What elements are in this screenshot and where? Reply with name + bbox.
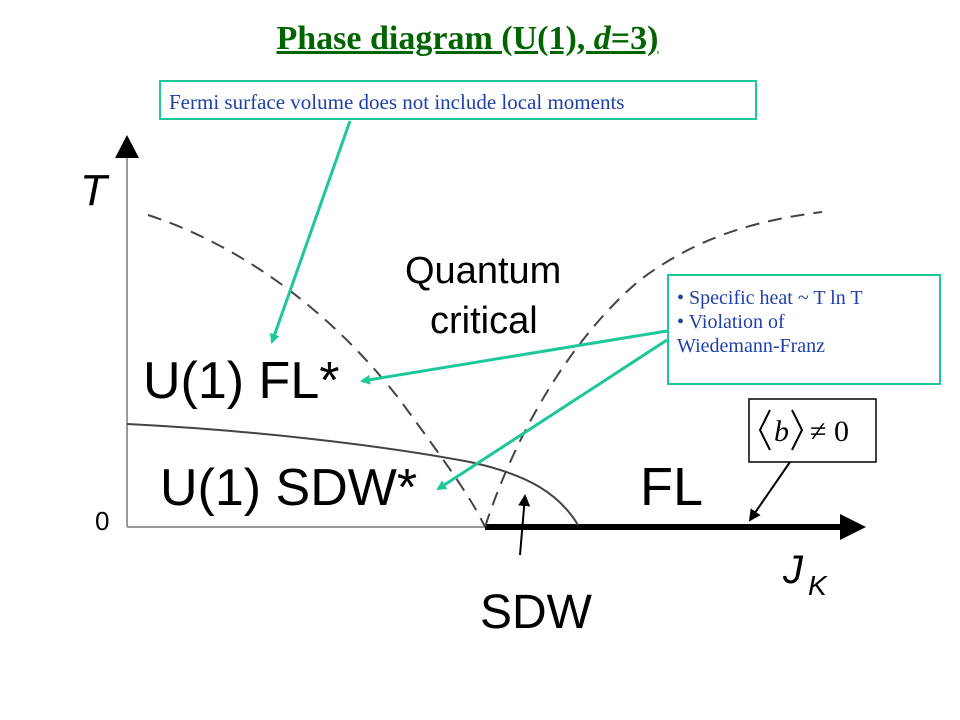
region-label-critical: critical — [430, 300, 538, 342]
properties-note: Specific heat ~ T ln T Violation of Wied… — [667, 274, 941, 385]
title-variable: d — [593, 20, 611, 57]
y-axis-arrowhead — [115, 135, 139, 158]
note-item-specific-heat: Specific heat ~ T ln T — [677, 286, 933, 310]
axis-label-j: J — [782, 548, 804, 592]
axis-label-k: K — [808, 570, 828, 601]
axis-label-t: T — [80, 166, 110, 215]
order-parameter-symbol: b — [774, 415, 789, 448]
title-prefix: Phase diagram (U(1), — [276, 20, 594, 57]
fl-star-arrow — [360, 329, 668, 385]
axes — [115, 135, 866, 540]
region-label-fl: FL — [640, 457, 703, 517]
x-axis-arrowhead — [840, 514, 866, 540]
fermi-volume-arrow — [269, 120, 352, 344]
order-parameter-box: b ≠ 0 — [748, 398, 877, 463]
fermi-volume-note: Fermi surface volume does not include lo… — [159, 80, 757, 120]
region-label-sdw: SDW — [480, 586, 593, 639]
region-label-fl-star: U(1) FL* — [143, 352, 339, 410]
origin-label: 0 — [95, 506, 109, 536]
sdw-pointer-arrow — [518, 494, 531, 556]
title-suffix: =3) — [610, 20, 659, 57]
page-title: Phase diagram (U(1), d=3) — [0, 20, 935, 58]
order-parameter-pointer-arrow — [748, 461, 791, 522]
sdw-star-arrow — [436, 338, 668, 491]
note-item-violation: Violation of — [677, 310, 933, 334]
note-item-wiedemann-franz: Wiedemann-Franz — [677, 335, 826, 357]
order-parameter-relation: ≠ 0 — [810, 415, 849, 448]
phase-boundary — [126, 423, 579, 526]
region-label-quantum: Quantum — [405, 250, 561, 292]
region-label-sdw-star: U(1) SDW* — [160, 459, 417, 517]
fermi-volume-note-text: Fermi surface volume does not include lo… — [169, 90, 625, 114]
